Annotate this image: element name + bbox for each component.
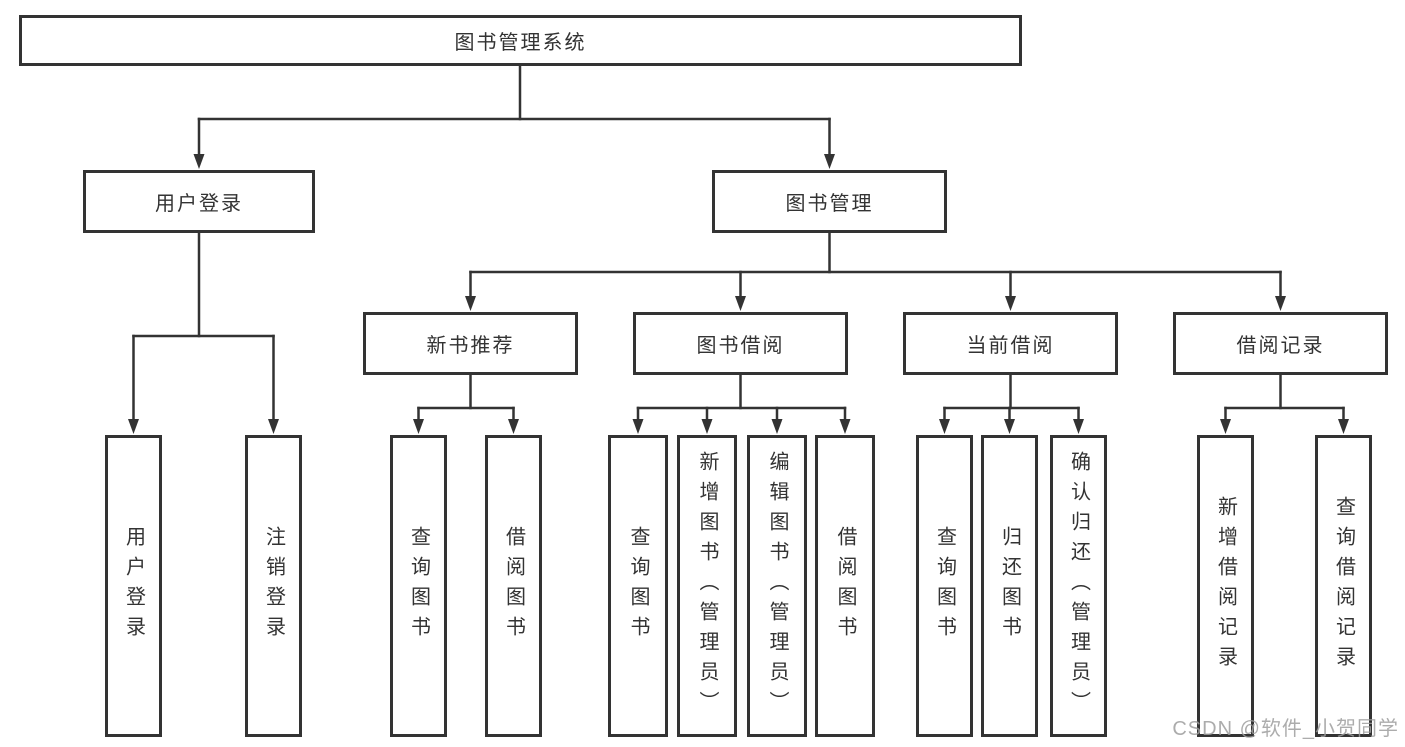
node-label: 新增图书（管理员） [696,451,718,721]
node-label: 新增借阅记录 [1214,496,1237,676]
node-label: 当前借阅 [966,335,1055,357]
node-label: 确认归还（管理员） [1067,451,1090,721]
leaf-borrow-books-recommend: 借阅图书 [485,435,542,737]
node-label: 用户登录 [155,193,243,215]
leaf-query-books-borrowing: 查询图书 [608,435,668,737]
node-label: 借阅图书 [502,526,525,646]
node-label: 查询图书 [933,526,956,646]
leaf-logout: 注销登录 [245,435,302,737]
node-label: 归还图书 [998,526,1021,646]
node-label: 查询图书 [627,526,649,646]
node-label: 编辑图书（管理员） [766,451,788,721]
leaf-edit-books-admin: 编辑图书（管理员） [747,435,807,737]
leaf-query-books-current: 查询图书 [916,435,973,737]
node-label: 图书借阅 [696,335,785,357]
node-book-management: 图书管理 [712,170,947,233]
node-label: 借阅图书 [834,526,856,646]
leaf-query-borrow-record: 查询借阅记录 [1315,435,1372,737]
node-borrowing-records: 借阅记录 [1173,312,1388,375]
node-label: 查询借阅记录 [1332,496,1355,676]
node-current-borrowing: 当前借阅 [903,312,1118,375]
node-label: 借阅记录 [1236,335,1325,357]
node-label: 图书管理 [785,193,874,215]
leaf-add-books-admin: 新增图书（管理员） [677,435,737,737]
csdn-watermark: CSDN @软件_小贺同学 [1172,718,1399,740]
node-label: 图书管理系统 [454,32,587,54]
leaf-confirm-return-admin: 确认归还（管理员） [1050,435,1107,737]
node-user-login: 用户登录 [83,170,315,233]
node-label: 用户登录 [122,526,145,646]
leaf-borrow-books: 借阅图书 [815,435,875,737]
leaf-add-borrow-record: 新增借阅记录 [1197,435,1254,737]
leaf-user-login: 用户登录 [105,435,162,737]
leaf-query-books-recommend: 查询图书 [390,435,447,737]
node-label: 新书推荐 [426,335,515,357]
node-label: 查询图书 [407,526,430,646]
leaf-return-books: 归还图书 [981,435,1038,737]
node-book-borrowing: 图书借阅 [633,312,848,375]
node-library-management-system: 图书管理系统 [19,15,1022,66]
node-label: 注销登录 [262,526,285,646]
node-new-book-recommendation: 新书推荐 [363,312,578,375]
